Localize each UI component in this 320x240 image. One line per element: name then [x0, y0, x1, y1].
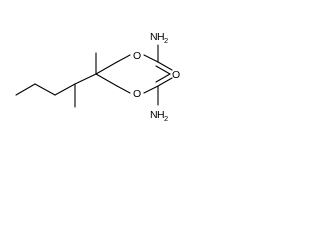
top-ester-oxygen-label: O — [133, 50, 141, 62]
bottom-amine-label: N H 2 — [150, 109, 168, 123]
bond-lower-ch2-oxygen — [116, 85, 131, 94]
bond-lower-oxygen-carbonyl — [143, 85, 159, 94]
bottom-amine-nitrogen: N — [150, 109, 158, 121]
bond-upper-carbonyl-double-a — [157, 61, 173, 71]
bond-quaternary-upper-ch2 — [95, 61, 118, 75]
bottom-amine-subscript: 2 — [164, 114, 168, 123]
bottom-ester-oxygen-label: O — [133, 88, 141, 100]
bond-upper-ch2-oxygen — [116, 54, 131, 63]
top-amine-label: N H 2 — [150, 31, 168, 45]
bond-layer — [15, 44, 173, 108]
bond-c1-c2 — [15, 83, 36, 96]
top-carbonyl-oxygen-label: O — [172, 69, 180, 81]
chemical-structure-diagram: N H 2 O O O O N H 2 — [15, 31, 180, 123]
atom-label-layer: N H 2 O O O O N H 2 — [133, 31, 180, 123]
bond-c2-c3 — [34, 83, 56, 96]
bond-upper-carbonyl-double-b — [155, 65, 171, 75]
bottom-amine-hydrogen: H — [157, 109, 165, 121]
bond-quaternary-lower-ch2 — [95, 73, 118, 87]
top-amine-subscript: 2 — [164, 36, 168, 45]
bond-lower-carbonyl-double-b — [155, 73, 171, 83]
bond-c3-c4 — [54, 83, 76, 96]
top-amine-hydrogen: H — [157, 31, 165, 43]
bond-lower-carbonyl-double-a — [157, 77, 173, 87]
bond-branch-quaternary — [74, 73, 97, 85]
bond-upper-oxygen-carbonyl — [143, 54, 159, 63]
top-amine-nitrogen: N — [150, 31, 158, 43]
